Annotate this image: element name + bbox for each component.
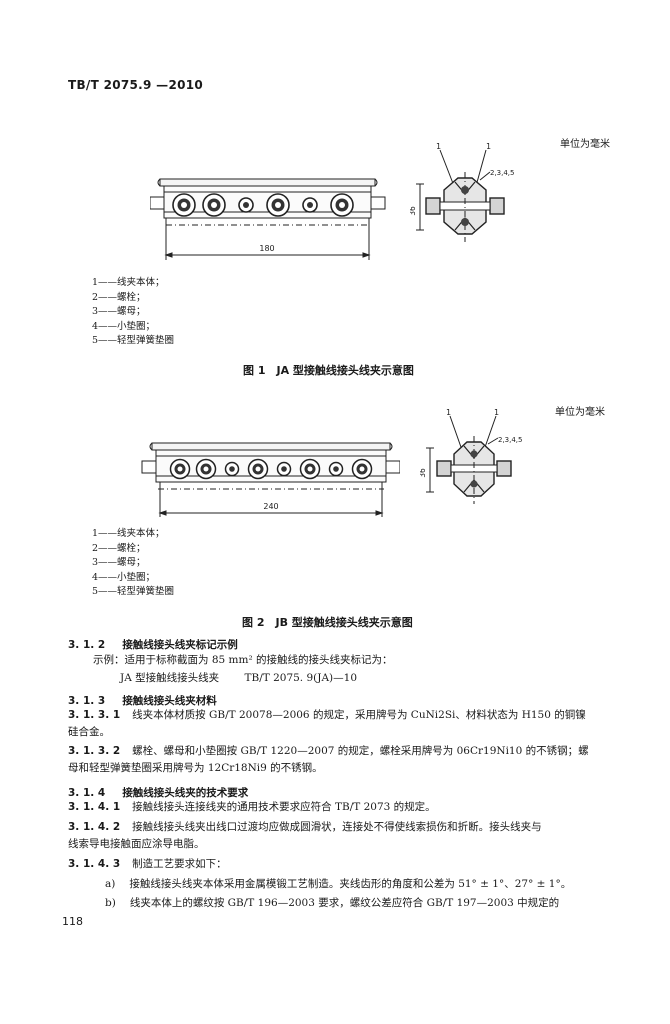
clause-3131: 3. 1. 3. 1 线夹本体材质按 GB/T 20078—2006 的规定，采用… (68, 707, 613, 741)
figure1-bolt-row (172, 193, 354, 217)
clause-text: 线索导电接触面应涂导电脂。 (68, 838, 205, 850)
clause-number: 3. 1. 4. 3 (68, 858, 121, 870)
bolt-icon (172, 193, 196, 217)
clause-text: 硅合金。 (68, 726, 110, 738)
marking-example: JA 型接触线接头线夹 TB/T 2075. 9(JA)—10 (120, 670, 357, 685)
figure2-unit-note: 单位为毫米 (555, 407, 605, 418)
figure2-bolt-row (169, 458, 373, 480)
mark-name: JA 型接触线接头线夹 (120, 672, 220, 684)
section-title: 接触线接头线夹的技术要求 (122, 787, 249, 799)
figure1-side-view: 1 1 2,3,4,5 36 (410, 142, 515, 242)
clause-3142: 3. 1. 4. 2 接触线接头线夹出线口过渡均应做成圆滑状，连接处不得使线索损伤… (68, 819, 613, 853)
section-title: 接触线接头线夹标记示例 (122, 639, 238, 651)
figure2-height-dimension: 36 (420, 468, 427, 478)
figure2-caption: 图 2 JB 型接触线接头线夹示意图 (242, 616, 413, 629)
figure1-caption: 图 1 JA 型接触线接头线夹示意图 (243, 364, 414, 377)
figure1-callout-body-left: 1 (436, 142, 441, 151)
figure2-legend: 1——线夹本体； 2——螺栓； 3——螺母； 4——小垫圈； 5——轻型弹簧垫圈 (92, 527, 174, 600)
figure1-height-dimension: 36 (410, 206, 417, 216)
figure1-legend: 1——线夹本体； 2——螺栓； 3——螺母； 4——小垫圈； 5——轻型弹簧垫圈 (92, 276, 174, 349)
figure1-callout-fasteners: 2,3,4,5 (490, 169, 515, 177)
list-label: a) (105, 878, 116, 890)
bolt-icon (299, 458, 321, 480)
figure1-callout-body-right: 1 (486, 142, 491, 151)
list-item-a: a) 接触线接头线夹本体采用金属模锻工艺制造。夹线齿形的角度和公差为 51° ± … (105, 876, 615, 893)
clause-text: 线夹本体材质按 GB/T 20078—2006 的规定，采用牌号为 CuNi2S… (132, 709, 586, 721)
clause-text: 螺栓、螺母和小垫圈按 GB/T 1220—2007 的规定，螺栓采用牌号为 06… (132, 745, 589, 757)
clause-text: 接触线接头线夹出线口过渡均应做成圆滑状，连接处不得使线索损伤和折断。接头线夹与 (132, 821, 542, 833)
example-line: 示例：适用于标称截面为 85 mm² 的接触线的接头线夹标记为： (93, 654, 393, 666)
clause-number: 3. 1. 4. 1 (68, 801, 121, 813)
figure2-callout-body-right: 1 (494, 408, 499, 417)
legend-item: 1——线夹本体； (92, 277, 165, 288)
legend-item: 5——轻型弹簧垫圈 (92, 335, 175, 346)
section-number: 3. 1. 4 (68, 787, 106, 799)
bolt-icon (276, 461, 292, 477)
legend-item: 2——螺栓； (92, 291, 146, 303)
bolt-icon (169, 458, 191, 480)
legend-item: 5——轻型弹簧垫圈 (92, 586, 175, 597)
list-text: 接触线接头线夹本体采用金属模锻工艺制造。夹线齿形的角度和公差为 51° ± 1°… (129, 878, 572, 890)
bolt-icon (224, 461, 240, 477)
figure1-front-view: 180 (150, 178, 386, 260)
clause-number: 3. 1. 3. 1 (68, 709, 121, 721)
clause-text: 母和轻型弹簧垫圈采用牌号为 12Cr18Ni9 的不锈钢。 (68, 762, 323, 774)
figure1-unit-note: 单位为毫米 (560, 139, 610, 150)
figure2-side-view: 1 1 2,3,4,5 36 (420, 408, 523, 504)
bolt-icon (195, 458, 217, 480)
section-number: 3. 1. 3 (68, 695, 106, 707)
clause-text: 接触线接头连接线夹的通用技术要求应符合 TB/T 2073 的规定。 (132, 801, 436, 813)
standard-number: TB/T 2075.9 —2010 (68, 78, 204, 92)
figure2-callout-body-left: 1 (446, 408, 451, 417)
clause-text: 制造工艺要求如下： (132, 858, 227, 870)
bolt-icon (330, 193, 354, 217)
bolt-icon (302, 197, 318, 213)
bolt-icon (202, 193, 226, 217)
list-item-b: b) 线夹本体上的螺纹按 GB/T 196—2003 要求，螺纹公差应符合 GB/… (105, 895, 615, 912)
figure1-length-dimension: 180 (259, 244, 274, 253)
legend-item: 3——螺母； (92, 306, 146, 317)
bolt-icon (351, 458, 373, 480)
legend-item: 4——小垫圈； (92, 320, 156, 332)
legend-item: 4——小垫圈； (92, 571, 156, 583)
section-heading: 3. 1. 4 接触线接头线夹的技术要求 (68, 781, 248, 800)
page-number: 118 (62, 915, 83, 928)
section-title: 接触线接头线夹材料 (122, 695, 217, 707)
clause-3132: 3. 1. 3. 2 螺栓、螺母和小垫圈按 GB/T 1220—2007 的规定，… (68, 743, 613, 777)
figure2-length-dimension: 240 (263, 502, 278, 511)
bolt-icon (328, 461, 344, 477)
figure2-front-view: 240 (141, 442, 400, 517)
list-label: b) (105, 897, 116, 909)
legend-item: 3——螺母； (92, 557, 146, 568)
legend-item: 2——螺栓； (92, 542, 146, 554)
legend-item: 1——线夹本体； (92, 528, 165, 539)
section-heading: 3. 1. 2 接触线接头线夹标记示例 (68, 633, 238, 652)
list-text: 线夹本体上的螺纹按 GB/T 196—2003 要求，螺纹公差应符合 GB/T … (129, 897, 560, 909)
clause-number: 3. 1. 4. 2 (68, 821, 121, 833)
bolt-icon (266, 193, 290, 217)
figure2-callout-fasteners: 2,3,4,5 (498, 436, 523, 444)
clause-3141: 3. 1. 4. 1 接触线接头连接线夹的通用技术要求应符合 TB/T 2073 … (68, 799, 613, 816)
section-number: 3. 1. 2 (68, 639, 106, 651)
bolt-icon (247, 458, 269, 480)
clause-3143: 3. 1. 4. 3 制造工艺要求如下： (68, 856, 613, 873)
section-heading: 3. 1. 3 接触线接头线夹材料 (68, 689, 217, 708)
mark-code: TB/T 2075. 9(JA)—10 (244, 672, 358, 684)
clause-number: 3. 1. 3. 2 (68, 745, 121, 757)
bolt-icon (238, 197, 254, 213)
